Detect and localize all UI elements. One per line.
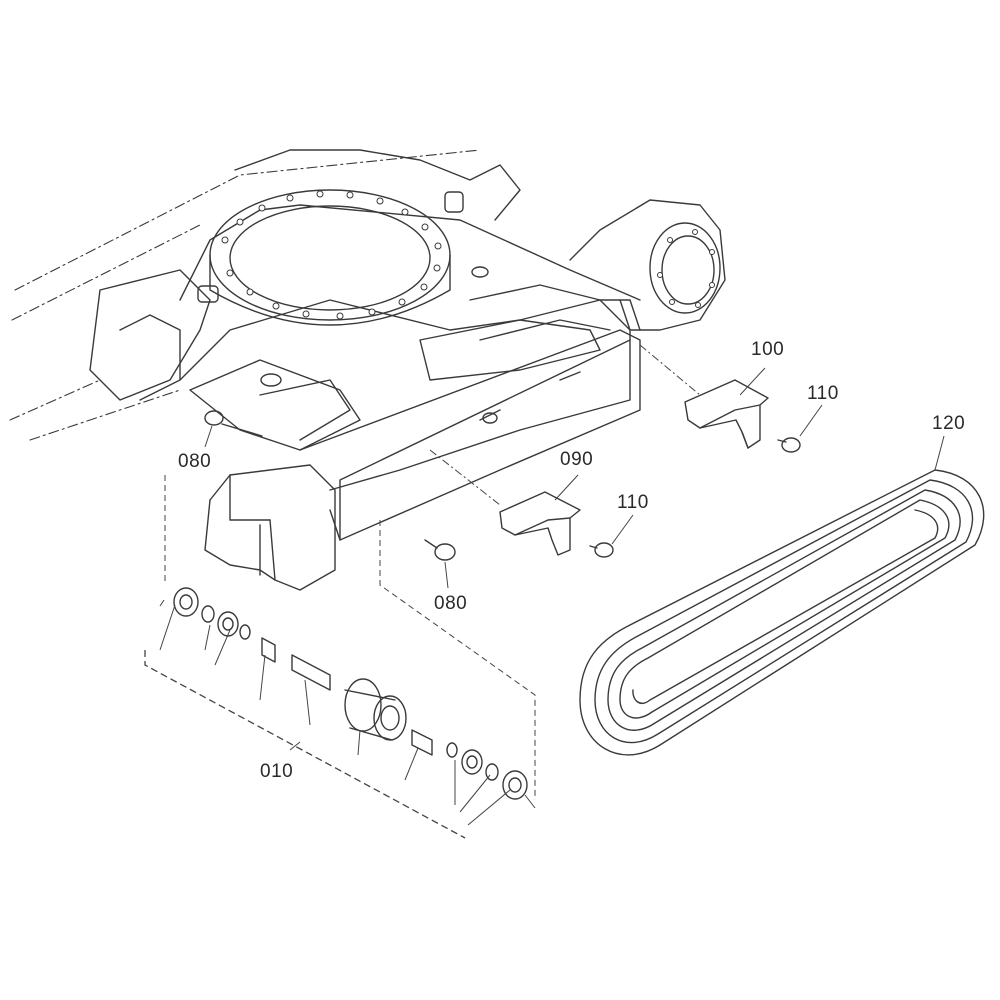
bracket-090 xyxy=(499,491,581,556)
slewing-ring xyxy=(197,189,489,387)
nut-080-a xyxy=(204,410,263,437)
frame-outline xyxy=(9,149,481,441)
roller-bracket xyxy=(204,464,336,591)
callout-110-lower: 110 xyxy=(617,492,649,513)
callout-120: 120 xyxy=(932,413,966,434)
side-beam xyxy=(299,329,641,541)
callout-080-left: 080 xyxy=(178,451,212,472)
nut-080-b xyxy=(424,539,456,561)
callout-080-center: 080 xyxy=(434,593,468,614)
callout-090: 090 xyxy=(560,449,594,470)
callout-110-upper: 110 xyxy=(807,383,839,404)
bolt-110-b xyxy=(589,542,614,558)
idler-mount xyxy=(569,199,726,331)
roller-parts xyxy=(173,587,528,800)
bracket-100 xyxy=(684,379,769,449)
callout-010: 010 xyxy=(260,761,294,782)
rubber-track-120 xyxy=(579,469,985,756)
track-frame xyxy=(89,149,641,491)
leader-lines xyxy=(144,344,945,839)
callout-100: 100 xyxy=(751,339,785,360)
bolt-110-a xyxy=(777,437,801,453)
